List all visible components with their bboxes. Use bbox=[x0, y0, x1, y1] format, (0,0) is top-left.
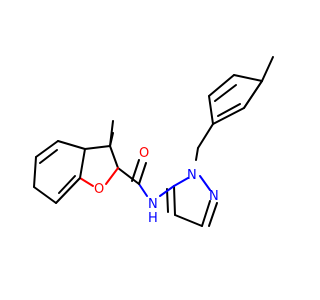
c4-c5-double-bond bbox=[166, 188, 169, 213]
nh-carbonyl-bond bbox=[138, 183, 148, 197]
n2-c3-bond bbox=[201, 200, 211, 227]
ring-bond bbox=[208, 74, 235, 97]
pyrazole-n1-label: N bbox=[187, 168, 197, 183]
ring-bond bbox=[233, 74, 263, 82]
c3a-c7a-bond bbox=[79, 148, 86, 179]
carbonyl-oxygen-label: O bbox=[139, 146, 149, 161]
ring-bond bbox=[243, 80, 263, 109]
benzo-double-bond bbox=[58, 175, 76, 194]
benzo-double-bond bbox=[39, 149, 58, 164]
c4-c5-bond bbox=[173, 185, 176, 216]
benzo-bond bbox=[55, 177, 81, 204]
amide-h-label: H bbox=[148, 211, 158, 226]
o-c7a-bond bbox=[79, 177, 94, 187]
carbonyl-double-bond-b bbox=[131, 159, 140, 182]
n2-c3-double-bond bbox=[208, 202, 218, 227]
c3-c4-bond bbox=[174, 214, 203, 227]
ring-double-bond bbox=[214, 84, 237, 102]
c2-c3-bond bbox=[109, 145, 119, 169]
carbonyl-double-bond-a bbox=[138, 162, 147, 185]
furan-oxygen-label: O bbox=[94, 182, 104, 197]
pyrazole-n2-label: N bbox=[209, 189, 219, 204]
benzo-bond bbox=[57, 140, 86, 150]
benzo-bond bbox=[35, 140, 59, 158]
ring-bond bbox=[208, 95, 214, 125]
benzo-bond bbox=[33, 186, 57, 204]
c3-methyl-bond bbox=[109, 120, 114, 147]
benzo-bond bbox=[33, 156, 37, 188]
benzyl-ch2-bond bbox=[197, 123, 214, 149]
amide-n-label: N bbox=[148, 197, 158, 212]
para-methyl-bond bbox=[261, 56, 274, 82]
ring-double-bond bbox=[217, 103, 241, 117]
c5-nh-bond bbox=[159, 185, 175, 197]
pyrazole-ring bbox=[166, 175, 218, 227]
toluene-ring bbox=[208, 56, 274, 125]
c3-c3a-bond bbox=[84, 145, 111, 150]
molecule-structure: O O N H N N bbox=[33, 56, 274, 227]
c2-o-bond bbox=[105, 167, 119, 185]
n1-n2-bond bbox=[199, 175, 211, 191]
carbonyl-c2-bond bbox=[117, 167, 140, 185]
benzofuran-ring bbox=[33, 120, 119, 204]
c5-n1-bond bbox=[173, 177, 189, 187]
ring-bond bbox=[212, 107, 245, 125]
molecule-canvas: O O N H N N bbox=[33, 56, 274, 227]
ch2-n-bond bbox=[195, 147, 199, 161]
